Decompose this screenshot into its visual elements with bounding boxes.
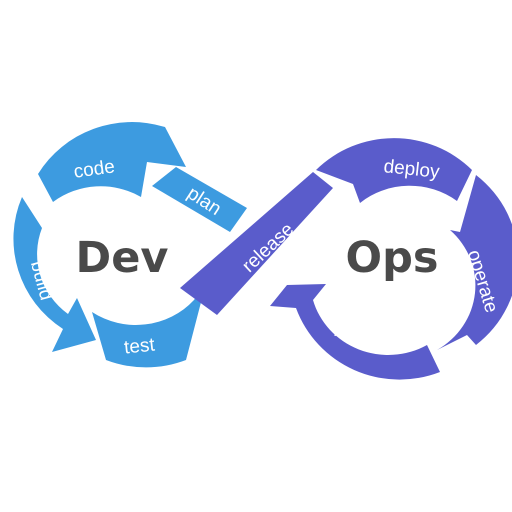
monitor-segment	[270, 284, 440, 380]
code-segment	[38, 122, 186, 202]
deploy-segment	[316, 138, 472, 203]
ops-title: Ops	[346, 233, 439, 283]
test-label: test	[123, 334, 156, 358]
release-segment	[180, 172, 333, 315]
dev-title: Dev	[76, 233, 169, 283]
dev-loop	[13, 122, 247, 368]
ops-loop	[180, 138, 512, 380]
plan-segment	[152, 167, 247, 232]
operate-segment	[437, 175, 512, 350]
test-segment	[92, 283, 206, 368]
build-segment	[13, 197, 96, 352]
